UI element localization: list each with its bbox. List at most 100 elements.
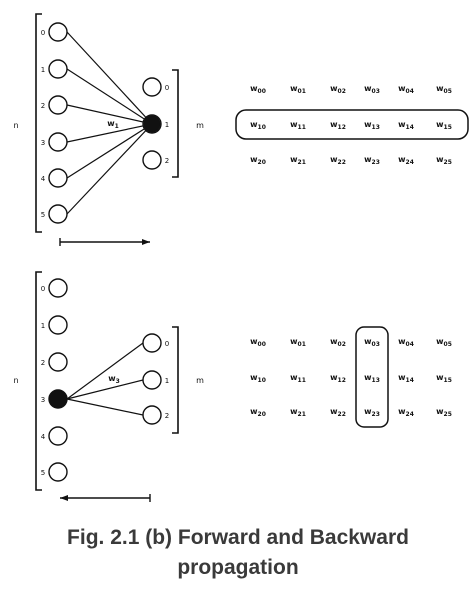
output-node-0 bbox=[142, 77, 162, 97]
output-size-label: m bbox=[196, 121, 204, 130]
weight-cell-r0-c0: w00 bbox=[250, 84, 266, 95]
input-bracket bbox=[35, 13, 42, 233]
active-input-node bbox=[48, 389, 68, 409]
weight-cell-r1-c4: w14 bbox=[398, 120, 414, 131]
weight-cell-r0-c0: w00 bbox=[250, 337, 266, 348]
weight-cell-r1-c0: w10 bbox=[250, 120, 266, 131]
input-node-2 bbox=[48, 95, 68, 115]
output-node-label-0: 0 bbox=[165, 84, 169, 92]
highlight-row-box bbox=[235, 109, 469, 140]
input-node-5 bbox=[48, 204, 68, 224]
direction-arrow-head bbox=[60, 495, 68, 501]
connection-5 bbox=[66, 123, 153, 215]
weight-cell-r0-c1: w01 bbox=[290, 84, 306, 95]
output-size-label: m bbox=[196, 376, 204, 385]
connection-0 bbox=[66, 31, 153, 125]
connection-2 bbox=[66, 104, 153, 125]
weight-cell-r0-c4: w04 bbox=[398, 84, 414, 95]
output-node-2 bbox=[142, 405, 162, 425]
weight-cell-r1-c1: w11 bbox=[290, 120, 306, 131]
connection-1 bbox=[66, 379, 144, 400]
input-node-3 bbox=[48, 132, 68, 152]
output-node-0 bbox=[142, 333, 162, 353]
input-node-label-0: 0 bbox=[41, 285, 45, 293]
output-node-label-2: 2 bbox=[165, 157, 169, 165]
weight-cell-r2-c1: w21 bbox=[290, 407, 306, 418]
weight-cell-r2-c1: w21 bbox=[290, 155, 306, 166]
input-node-5 bbox=[48, 462, 68, 482]
weight-cell-r1-c5: w15 bbox=[436, 120, 452, 131]
input-node-label-5: 5 bbox=[41, 211, 45, 219]
forward-propagation-panel: n m 0 1 2 3 4 5 0 1 2 w1 w00 w01 w02 w03 w04 w05 w10 w11 w12… bbox=[13, 13, 469, 246]
highlight-column-box bbox=[355, 326, 389, 428]
weight-cell-r1-c3: w13 bbox=[364, 373, 380, 384]
input-bracket bbox=[35, 271, 42, 491]
input-node-0 bbox=[48, 22, 68, 42]
weight-cell-r0-c5: w05 bbox=[436, 84, 452, 95]
weight-cell-r1-c0: w10 bbox=[250, 373, 266, 384]
connection-4 bbox=[66, 123, 153, 179]
output-bracket bbox=[172, 326, 179, 434]
weight-cell-r0-c5: w05 bbox=[436, 337, 452, 348]
weight-cell-r0-c2: w02 bbox=[330, 84, 346, 95]
weight-cell-r1-c4: w14 bbox=[398, 373, 414, 384]
caption-line-2: propagation bbox=[177, 556, 299, 579]
weight-cell-r1-c2: w12 bbox=[330, 120, 346, 131]
input-size-label: n bbox=[13, 376, 18, 385]
connection-1 bbox=[66, 68, 153, 125]
active-output-node bbox=[143, 115, 161, 133]
weight-cell-r2-c2: w22 bbox=[330, 407, 346, 418]
output-node-label-0: 0 bbox=[165, 340, 169, 348]
weight-cell-r1-c5: w15 bbox=[436, 373, 452, 384]
connection-0 bbox=[66, 342, 144, 400]
input-node-label-0: 0 bbox=[41, 29, 45, 37]
output-node-2 bbox=[142, 150, 162, 170]
direction-arrow-head bbox=[142, 239, 150, 245]
edge-weight-label: w3 bbox=[108, 374, 120, 385]
weight-cell-r1-c3: w13 bbox=[364, 120, 380, 131]
output-node-1 bbox=[142, 370, 162, 390]
input-node-4 bbox=[48, 168, 68, 188]
weight-cell-r2-c3: w23 bbox=[364, 407, 380, 418]
propagation-diagram: n m 0 1 2 3 4 5 0 1 2 w1 w00 w01 w02 w03 w04 w05 w10 w11 w12… bbox=[13, 13, 469, 502]
output-node-label-1: 1 bbox=[165, 377, 169, 385]
input-node-label-5: 5 bbox=[41, 469, 45, 477]
output-node-label-1: 1 bbox=[165, 121, 169, 129]
input-node-label-4: 4 bbox=[41, 433, 46, 441]
weight-cell-r2-c3: w23 bbox=[364, 155, 380, 166]
caption-line-1: Fig. 2.1 (b) Forward and Backward bbox=[67, 526, 409, 549]
output-bracket bbox=[172, 69, 179, 178]
weight-cell-r1-c2: w12 bbox=[330, 373, 346, 384]
input-node-label-1: 1 bbox=[41, 66, 45, 74]
weight-cell-r2-c0: w20 bbox=[250, 407, 266, 418]
output-node-label-2: 2 bbox=[165, 412, 169, 420]
input-node-4 bbox=[48, 426, 68, 446]
connection-3 bbox=[66, 123, 153, 143]
figure-caption: Fig. 2.1 (b) Forward and Backward propag… bbox=[0, 523, 476, 583]
input-node-label-2: 2 bbox=[41, 359, 45, 367]
input-node-label-2: 2 bbox=[41, 102, 45, 110]
weight-cell-r2-c4: w24 bbox=[398, 155, 414, 166]
weight-cell-r0-c3: w03 bbox=[364, 84, 380, 95]
input-node-label-3: 3 bbox=[41, 139, 45, 147]
weight-cell-r0-c4: w04 bbox=[398, 337, 414, 348]
weight-cell-r2-c4: w24 bbox=[398, 407, 414, 418]
input-size-label: n bbox=[13, 121, 18, 130]
weight-cell-r2-c2: w22 bbox=[330, 155, 346, 166]
weight-cell-r1-c1: w11 bbox=[290, 373, 306, 384]
weight-cell-r0-c1: w01 bbox=[290, 337, 306, 348]
weight-cell-r0-c3: w03 bbox=[364, 337, 380, 348]
input-node-1 bbox=[48, 59, 68, 79]
weight-cell-r0-c2: w02 bbox=[330, 337, 346, 348]
input-node-label-4: 4 bbox=[41, 175, 46, 183]
backward-propagation-panel: n m 0 1 2 3 4 5 0 1 2 w3 w00 w01 w02 w03 w04 w05 w10 w11 w12… bbox=[13, 271, 452, 502]
connection-2 bbox=[66, 398, 144, 416]
input-node-label-3: 3 bbox=[41, 396, 45, 404]
weight-cell-r2-c0: w20 bbox=[250, 155, 266, 166]
input-node-1 bbox=[48, 315, 68, 335]
edge-weight-label: w1 bbox=[107, 119, 119, 130]
weight-cell-r2-c5: w25 bbox=[436, 407, 452, 418]
input-node-2 bbox=[48, 352, 68, 372]
input-node-label-1: 1 bbox=[41, 322, 45, 330]
input-node-0 bbox=[48, 278, 68, 298]
